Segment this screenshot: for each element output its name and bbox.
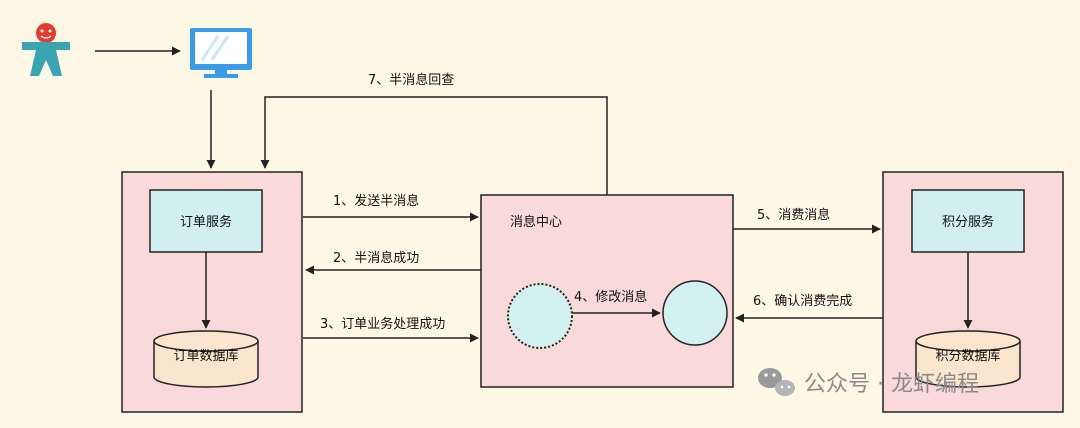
step1-label: 1、发送半消息 — [333, 193, 419, 209]
step3-label: 3、订单业务处理成功 — [320, 316, 445, 332]
user-icon — [22, 23, 70, 76]
step5-label: 5、消费消息 — [757, 207, 830, 223]
message-center-label: 消息中心 — [510, 214, 562, 230]
step2-label: 2、半消息成功 — [333, 250, 419, 266]
order-database — [153, 330, 259, 388]
wechat-icon — [758, 368, 795, 396]
watermark-text: 公众号 · 龙虾编程 — [804, 372, 979, 397]
monitor-icon — [190, 28, 252, 78]
order-service-box — [149, 189, 263, 253]
points-service-label: 积分服务 — [942, 214, 994, 230]
order-database-label: 订单数据库 — [173, 348, 238, 364]
final-message-circle — [662, 280, 728, 346]
step7-label: 7、半消息回查 — [368, 72, 454, 88]
points-database — [915, 330, 1021, 388]
step6-label: 6、确认消费完成 — [753, 294, 852, 309]
step7-check-path — [260, 96, 608, 195]
step4-label: 4、修改消息 — [574, 289, 647, 305]
points-database-label: 积分数据库 — [935, 348, 1000, 364]
order-service-label: 订单服务 — [180, 214, 232, 230]
half-message-circle — [507, 283, 573, 349]
